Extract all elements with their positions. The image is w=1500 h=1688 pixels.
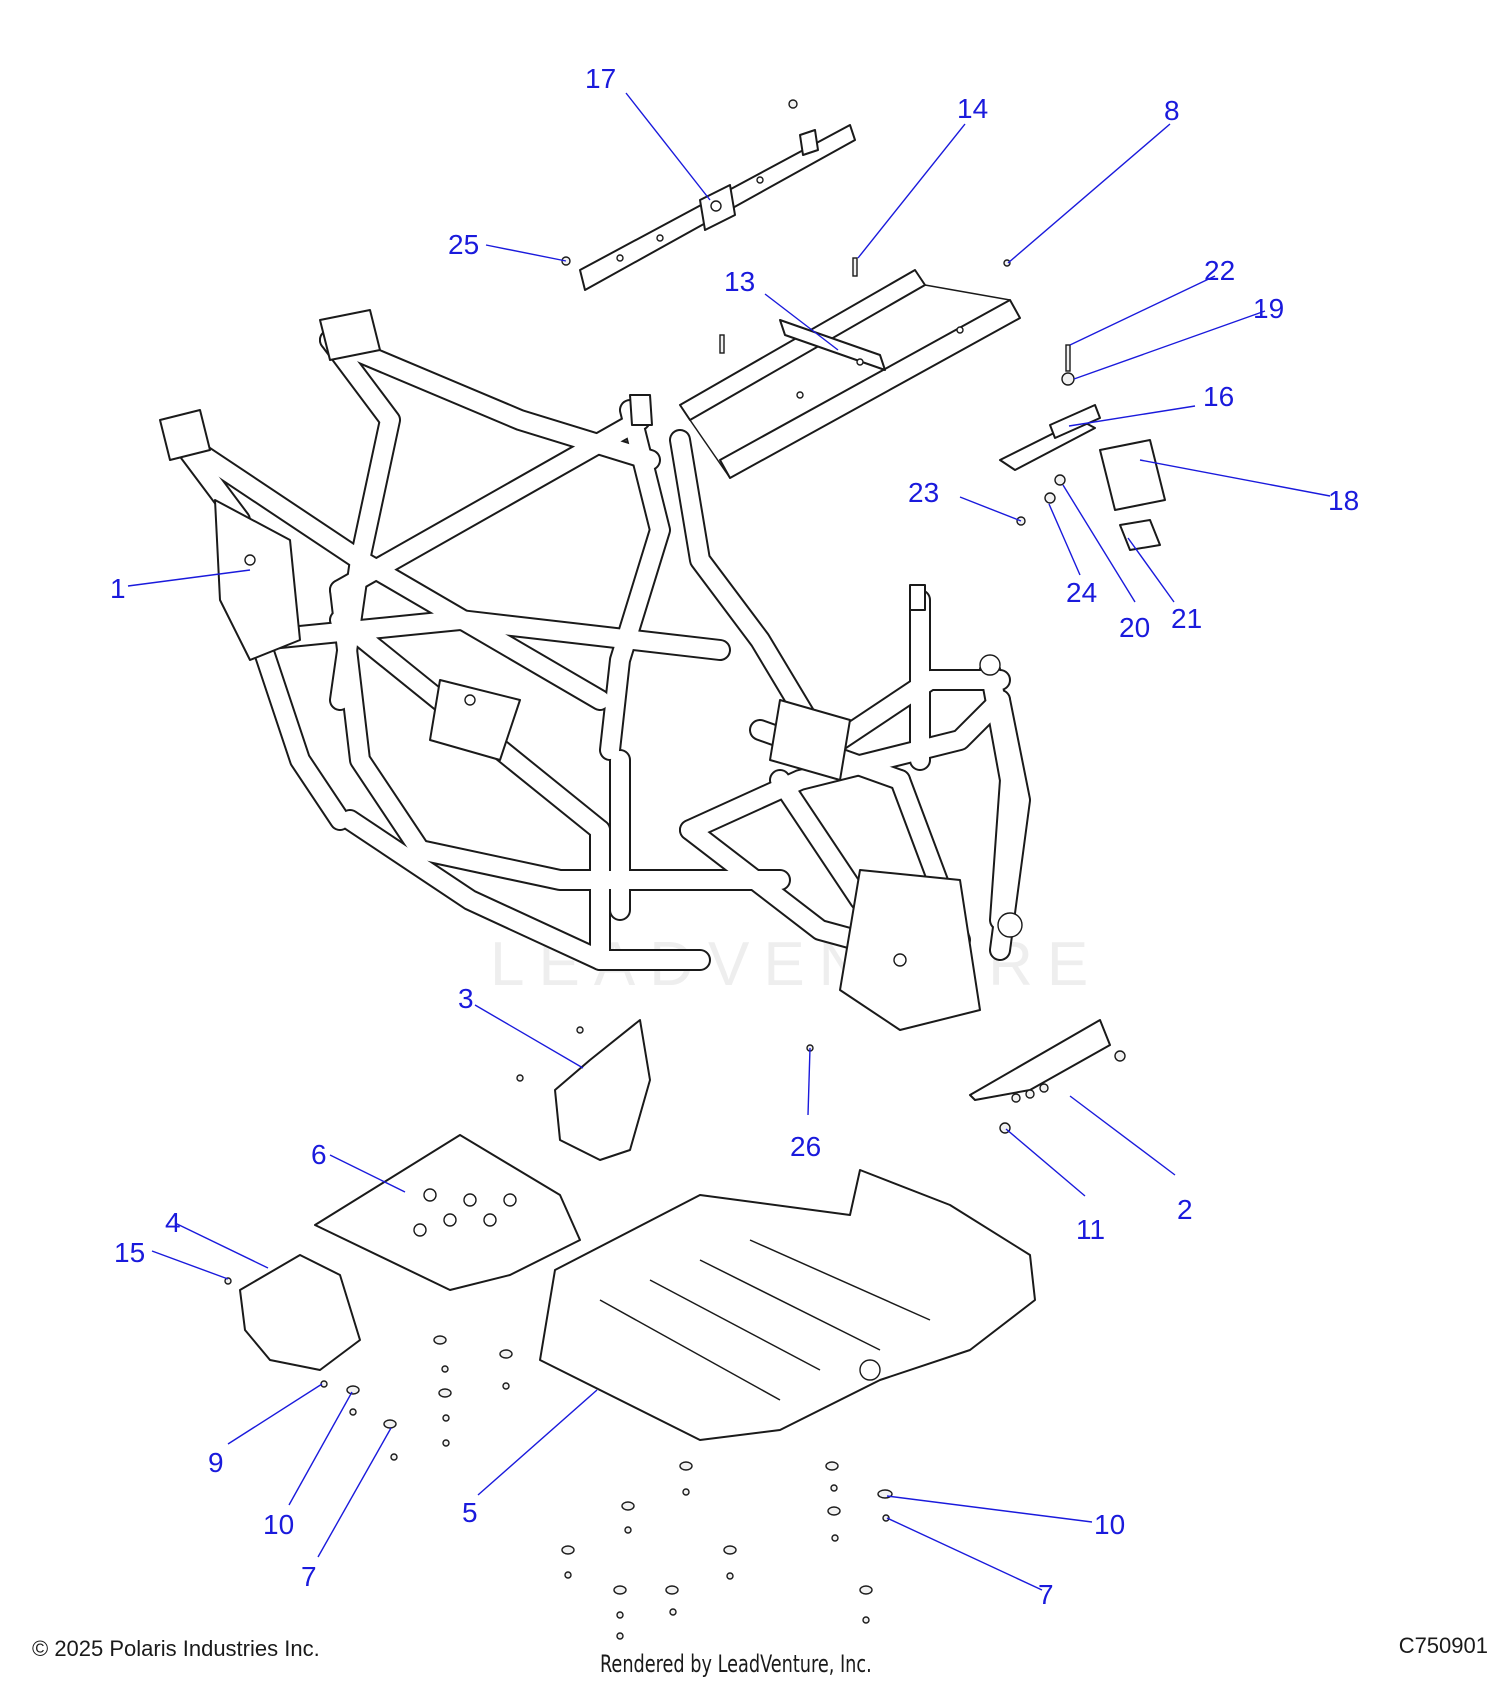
bracket-plate[interactable] (1119, 519, 1161, 551)
callout-16[interactable]: 16 (1203, 381, 1234, 412)
callout-7-right[interactable]: 7 (1038, 1579, 1054, 1610)
callout-14[interactable]: 14 (957, 93, 988, 124)
callout-24[interactable]: 24 (1066, 577, 1097, 608)
copyright-text: © 2025 Polaris Industries Inc. (32, 1636, 320, 1661)
callout-17[interactable]: 17 (585, 63, 616, 94)
callout-10-right[interactable]: 10 (1094, 1509, 1125, 1540)
fastener-set (224, 99, 1126, 1640)
callout-18[interactable]: 18 (1328, 485, 1359, 516)
callout-6[interactable]: 6 (311, 1139, 327, 1170)
cover-plate[interactable] (1099, 439, 1166, 511)
leader-lines (127, 92, 1331, 1591)
side-shield-lower[interactable] (239, 1254, 361, 1371)
side-shield-upper[interactable] (554, 1019, 651, 1161)
callout-22[interactable]: 22 (1204, 255, 1235, 286)
callout-21[interactable]: 21 (1171, 603, 1202, 634)
callout-9[interactable]: 9 (208, 1447, 224, 1478)
callout-1[interactable]: 1 (110, 573, 126, 604)
rear-skid-plate[interactable] (969, 1019, 1111, 1101)
callout-25[interactable]: 25 (448, 229, 479, 260)
callout-10-left[interactable]: 10 (263, 1509, 294, 1540)
callout-26[interactable]: 26 (790, 1131, 821, 1162)
callout-23[interactable]: 23 (908, 477, 939, 508)
callout-5[interactable]: 5 (462, 1497, 478, 1528)
callout-19[interactable]: 19 (1253, 293, 1284, 324)
tow-bar-assembly[interactable] (999, 404, 1101, 471)
rendered-by-text: Rendered by LeadVenture, Inc. (600, 1650, 872, 1678)
main-skid-plate[interactable] (539, 1169, 1036, 1441)
upper-bracket-bar[interactable] (579, 124, 856, 291)
main-frame[interactable] (159, 309, 1031, 1031)
callout-labels: 17 14 8 25 13 22 19 16 18 23 24 20 21 1 … (110, 63, 1359, 1610)
callout-13[interactable]: 13 (724, 266, 755, 297)
callout-15[interactable]: 15 (114, 1237, 145, 1268)
cross-rail-assembly[interactable] (679, 269, 1021, 479)
callout-7-left[interactable]: 7 (301, 1561, 317, 1592)
callout-2[interactable]: 2 (1177, 1194, 1193, 1225)
callout-20[interactable]: 20 (1119, 612, 1150, 643)
diagram-code: C750901 (1398, 1633, 1488, 1658)
floor-panel[interactable] (314, 1134, 581, 1291)
callout-8[interactable]: 8 (1164, 95, 1180, 126)
callout-3[interactable]: 3 (458, 983, 474, 1014)
callout-4[interactable]: 4 (165, 1207, 181, 1238)
callout-11[interactable]: 11 (1076, 1214, 1105, 1245)
